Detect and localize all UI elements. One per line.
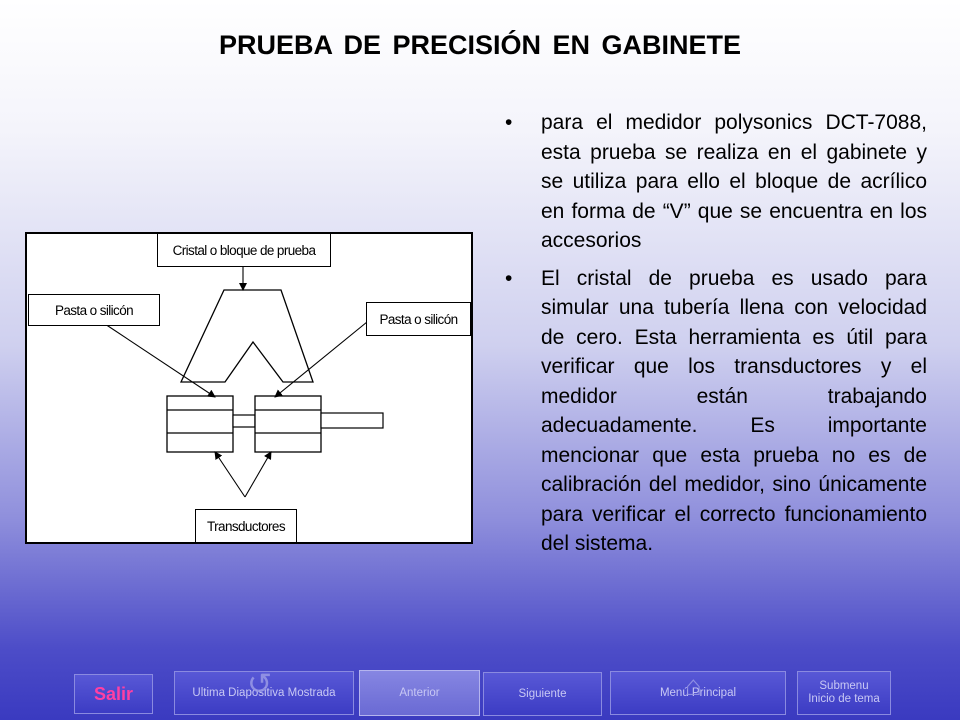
arrow-transducer-right xyxy=(244,451,272,498)
bullet-item: para el medidor polysonics DCT-7088, est… xyxy=(505,108,927,256)
label-test-block: Cristal o bloque de prueba xyxy=(157,233,331,267)
slide-title: PRUEBA DE PRECISIÓN EN GABINETE xyxy=(218,30,742,60)
submenu-label: Submenu xyxy=(819,680,869,692)
transducer-connector xyxy=(232,414,256,428)
label-paste-right: Pasta o silicón xyxy=(366,302,471,336)
transducer-cable xyxy=(320,412,384,429)
submenu-button[interactable]: Submenu Inicio de tema xyxy=(797,671,891,715)
bullet-list: para el medidor polysonics DCT-7088, est… xyxy=(505,108,927,559)
arrow-paste-right xyxy=(274,321,368,398)
last-slide-label: Ultima Diapositiva Mostrada xyxy=(192,686,336,699)
prism-test-diagram: Cristal o bloque de prueba Pasta o silic… xyxy=(25,232,473,544)
diagram-drawing xyxy=(25,232,473,544)
diagram-frame xyxy=(25,232,473,544)
label-transducers: Transductores xyxy=(195,509,297,543)
main-menu-label: Menú Principal xyxy=(659,686,737,699)
label-paste-left: Pasta o silicón xyxy=(28,294,160,326)
navigation-bar: Salir Ultima Diapositiva Mostrada ↺ Ante… xyxy=(0,668,960,720)
previous-button[interactable]: Anterior xyxy=(359,670,480,716)
next-button[interactable]: Siguiente xyxy=(483,672,602,716)
exit-button[interactable]: Salir xyxy=(74,674,153,714)
v-block-shape xyxy=(179,289,314,383)
slide-body: para el medidor polysonics DCT-7088, est… xyxy=(505,108,927,567)
topic-start-label: Inicio de tema xyxy=(808,693,880,705)
last-slide-button[interactable]: Ultima Diapositiva Mostrada ↺ xyxy=(174,668,354,715)
arrow-paste-left xyxy=(104,323,216,398)
home-icon: ⌂ xyxy=(685,670,702,701)
transducer-right xyxy=(254,395,322,453)
main-menu-button[interactable]: Menú Principal ⌂ xyxy=(610,671,786,715)
return-icon: ↺ xyxy=(247,668,273,701)
transducer-left xyxy=(166,395,234,453)
arrow-transducer-left xyxy=(214,451,246,498)
bullet-item: El cristal de prueba es usado para simul… xyxy=(505,264,927,559)
